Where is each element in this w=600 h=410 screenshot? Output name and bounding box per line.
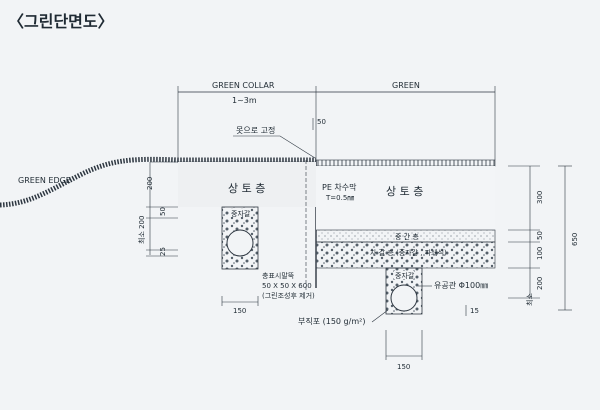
- left-fill-tag: [230, 209, 250, 217]
- right-fill-tag: [394, 271, 414, 279]
- green-edge-label: GREEN EDGE: [18, 176, 71, 185]
- d200-left-min-label: 최소 200: [137, 216, 146, 244]
- d300-label: 300: [536, 191, 544, 204]
- topsoil-right-label: 상 토 층: [386, 185, 423, 198]
- right-gravel-fill-label: 중자갈: [395, 271, 415, 280]
- intermediate-layer-label: 중 간 층: [395, 232, 419, 241]
- green-collar-label: GREEN COLLAR: [212, 81, 275, 90]
- d200-right-min-label: 최소: [525, 293, 534, 306]
- right-150-label: 150: [397, 363, 410, 371]
- d650-label: 650: [571, 233, 579, 246]
- stake-note-1: 충표시말뚝: [262, 271, 295, 280]
- collar-width-label: 1~3m: [232, 96, 257, 105]
- d50-top-label: 50: [317, 118, 326, 126]
- left-drain-pipe: [226, 229, 254, 257]
- d100-right-label: 100: [536, 247, 544, 260]
- d15-label: 15: [470, 307, 479, 315]
- d50-right-label: 50: [536, 231, 544, 240]
- d200-right-label: 200: [536, 277, 544, 290]
- page-title: 〈그린단면도〉: [8, 12, 114, 31]
- nail-fix-leader: [233, 135, 316, 159]
- d50-left-label: 50: [159, 207, 167, 216]
- green-edge-grass: [0, 156, 316, 208]
- green-turf-surface: [315, 159, 496, 167]
- left-150-label: 150: [233, 307, 246, 315]
- green-topsoil-region: [316, 166, 495, 230]
- stake-note-2: 50 X 50 X 600: [262, 282, 312, 290]
- pe-membrane-label: PE 차수막: [322, 182, 357, 192]
- green-label: GREEN: [392, 81, 420, 90]
- d25-label: 25: [159, 247, 167, 256]
- gravel-layer-label: 자 갈 층 (중자갈 , 파쇄석): [370, 248, 447, 257]
- pe-thickness-label: T=0.5㎜: [325, 194, 354, 202]
- geotextile-leader: [371, 309, 389, 323]
- topsoil-left-label: 상 토 층: [228, 182, 265, 195]
- right-drain-pipe: [390, 284, 418, 312]
- d200-left-label: 200: [146, 177, 154, 190]
- stake-note-3: (그린조성후 제거): [262, 291, 315, 300]
- geotextile-label: 부직포 (150 g/m²): [298, 316, 365, 326]
- gravel-layer: [315, 241, 496, 269]
- nail-fix-label: 못으로 고정: [236, 125, 275, 135]
- left-gravel-fill-label: 중자갈: [231, 209, 251, 218]
- pipe-label: 유공관 Φ100㎜: [434, 280, 488, 290]
- collar-topsoil-region: [178, 162, 316, 207]
